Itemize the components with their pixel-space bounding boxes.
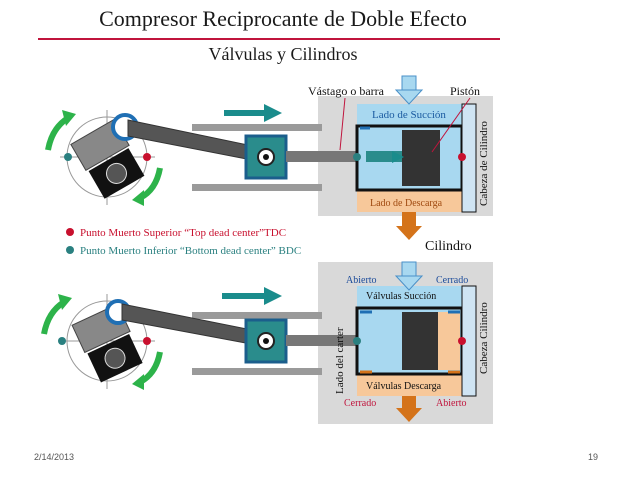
bottom-piston	[402, 312, 438, 370]
bottom-connecting-rod	[121, 303, 263, 347]
bottom-tdc-dot	[143, 337, 151, 345]
top-outlet-arrow-icon	[396, 212, 422, 240]
top-piston	[402, 130, 440, 186]
rod-label: Vástago o barra	[308, 84, 385, 98]
bottom-suction-area	[357, 286, 462, 308]
bottom-guide-rail-upper	[192, 312, 322, 319]
slide-title: Compresor Reciprocante de Doble Efecto	[99, 6, 467, 31]
cylinder-label: Cilindro	[425, 239, 472, 254]
suction-side-label: Lado de Succión	[372, 109, 446, 121]
top-guide-rail-lower	[192, 184, 322, 191]
footer-date: 2/14/2013	[34, 452, 75, 462]
legend-tdc-dot	[66, 228, 74, 236]
green-rotation-arrow-icon	[45, 110, 163, 206]
discharge-side-label: Lado de Descarga	[370, 198, 443, 209]
valve-open-left-label: Abierto	[346, 275, 377, 286]
bottom-head-label: Cabeza Cilindro	[478, 302, 490, 374]
teal-direction-arrow-icon	[222, 287, 282, 305]
valve-open-right-label: Abierto	[436, 398, 467, 409]
top-piston-rod	[286, 151, 366, 162]
valve-closed-left-label: Cerrado	[344, 398, 376, 409]
bottom-cylinder-head	[438, 312, 460, 370]
bottom-piston-rod	[286, 335, 406, 346]
bottom-bdc-dot	[58, 337, 66, 345]
top-suction-area	[357, 104, 462, 126]
bottom-diagram: Abierto Cerrado Válvulas Succión Lado de…	[41, 261, 493, 424]
top-head-label: Cabeza de Cilindro	[478, 121, 490, 206]
suction-valves-label: Válvulas Succión	[366, 291, 436, 302]
legend-bdc-text: Punto Muerto Inferior “Bottom dead cente…	[80, 245, 301, 257]
bottom-outlet-arrow-icon	[396, 396, 422, 422]
top-guide-rail-upper	[192, 124, 322, 131]
bottom-discharge-area	[357, 374, 462, 396]
top-bdc-dot	[64, 153, 72, 161]
carter-side-label: Lado del carter	[334, 327, 346, 394]
top-diagram: Vástago o barra Pistón Lado de Succión L…	[45, 75, 493, 254]
bottom-guide-rail-lower	[192, 368, 322, 375]
legend: Punto Muerto Superior “Top dead center”T…	[66, 227, 301, 257]
title-rule	[38, 38, 500, 40]
slide-subtitle: Válvulas y Cilindros	[208, 44, 358, 64]
legend-bdc-dot	[66, 246, 74, 254]
legend-tdc-text: Punto Muerto Superior “Top dead center”T…	[80, 227, 286, 239]
top-inlet-arrow-icon	[394, 75, 424, 105]
piston-label: Pistón	[450, 84, 480, 98]
top-discharge-area	[357, 190, 462, 212]
footer-page-number: 19	[588, 452, 599, 462]
teal-direction-arrow-icon	[224, 104, 282, 122]
bottom-inlet-arrow-icon	[394, 261, 424, 291]
green-rotation-arrow-icon	[41, 294, 163, 390]
valve-closed-right-label: Cerrado	[436, 275, 468, 286]
discharge-valves-label: Válvulas Descarga	[366, 381, 442, 392]
top-tdc-dot	[143, 153, 151, 161]
